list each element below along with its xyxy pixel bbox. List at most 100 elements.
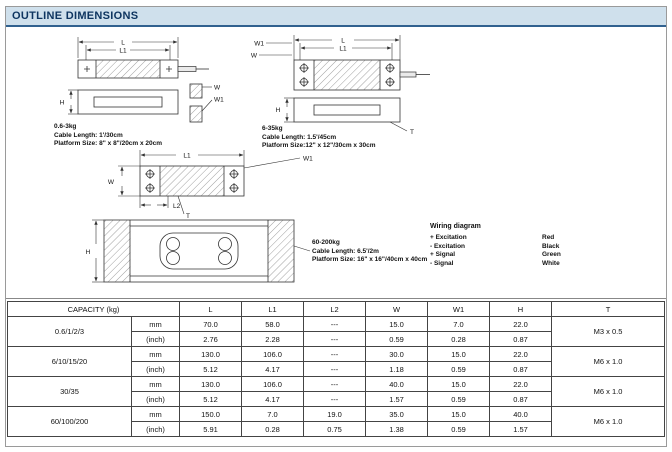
unit-cell: (inch)	[130, 421, 181, 437]
dim-value-cell: 1.38	[365, 421, 429, 437]
dim-label-w: W	[214, 85, 221, 92]
note-medium-range: 6-35kg Cable Length: 1.5'/45cm Platform …	[262, 125, 375, 151]
drawing-small-loadcell: L L1	[60, 37, 224, 123]
dim-value-cell: 5.12	[179, 361, 243, 377]
col-header-t: T	[551, 301, 665, 317]
dim-label-l1: L1	[183, 153, 191, 160]
dim-value-cell: 130.0	[179, 376, 243, 392]
dim-label-w1: W1	[214, 97, 224, 104]
dim-value-cell: 22.0	[489, 376, 553, 392]
dim-value-cell: 2.76	[179, 331, 243, 347]
note-cable: Cable Length: 6.5'/2m	[312, 247, 379, 255]
note-platform: Platform Size:12" x 12"/30cm x 30cm	[262, 142, 376, 149]
wiring-diagram: Wiring diagram + Excitation Red - Excita…	[430, 223, 650, 268]
page-title: OUTLINE DIMENSIONS	[12, 10, 139, 22]
wiring-row: + Excitation Red	[430, 234, 650, 243]
dim-value-cell: 19.0	[303, 406, 367, 422]
loadcell-drawings-svg: L L1	[60, 35, 430, 283]
dim-value-cell: ---	[303, 331, 367, 347]
col-header-w: W	[365, 301, 429, 317]
wiring-color: Black	[542, 242, 560, 250]
wiring-row: + Signal Green	[430, 251, 650, 260]
dimensions-table: CAPACITY (kg) L L1 L2 W W1 H T 0.6/1/2/3…	[6, 301, 665, 437]
col-header-l: L	[179, 301, 243, 317]
dim-value-cell: 0.87	[489, 361, 553, 377]
dim-label-t: T	[186, 213, 190, 220]
wiring-row: - Excitation Black	[430, 243, 650, 252]
dim-value-cell: 40.0	[365, 376, 429, 392]
dim-value-cell: 0.59	[365, 331, 429, 347]
thread-cell: M6 x 1.0	[551, 376, 665, 407]
col-header-capacity: CAPACITY (kg)	[6, 301, 181, 317]
drawing-medium-loadcell: W1 W L L1	[251, 35, 430, 136]
mount-hole-circle-marks	[145, 169, 239, 193]
capacity-cell: 30/35	[7, 376, 132, 407]
dim-value-cell: 35.0	[365, 406, 429, 422]
table-row: 30/35 mm 130.0 106.0 --- 40.0 15.0 22.0 …	[7, 376, 665, 407]
col-header-w1: W1	[427, 301, 491, 317]
dim-label-w: W	[108, 179, 115, 186]
wiring-row: - Signal White	[430, 260, 650, 269]
section-header-bar: OUTLINE DIMENSIONS	[6, 7, 666, 27]
dim-value-cell: 0.59	[427, 421, 491, 437]
drawing-large-loadcell: L1 W1	[86, 150, 313, 283]
thread-cell: M3 x 0.5	[551, 316, 665, 347]
dim-label-l: L	[341, 38, 345, 45]
table-row: (inch) 5.91 0.28 0.75 1.38 0.59 1.57	[8, 421, 665, 437]
dim-label-l1: L1	[339, 46, 347, 53]
dim-label-w: W	[251, 53, 258, 60]
mount-hole-circle-marks	[299, 63, 395, 87]
dim-value-cell: 7.0	[427, 316, 491, 332]
dim-value-cell: 0.59	[427, 391, 491, 407]
col-header-l1: L1	[241, 301, 305, 317]
wiring-signal: - Signal	[430, 259, 454, 267]
col-header-l2: L2	[303, 301, 367, 317]
unit-cell: mm	[130, 406, 181, 422]
note-range: 60-200kg	[312, 239, 340, 246]
dim-value-cell: 40.0	[489, 406, 553, 422]
dim-label-h: H	[60, 100, 65, 107]
table-header-row: CAPACITY (kg) L L1 L2 W W1 H T	[6, 301, 665, 317]
dim-value-cell: 106.0	[241, 346, 305, 362]
capacity-cell: 60/100/200	[7, 406, 132, 437]
table-row: 0.6/1/2/3 mm 70.0 58.0 --- 15.0 7.0 22.0…	[7, 316, 665, 347]
note-range: 6-35kg	[262, 125, 283, 132]
dim-value-cell: 0.28	[241, 421, 305, 437]
dim-value-cell: ---	[303, 361, 367, 377]
dim-value-cell: 70.0	[179, 316, 243, 332]
capacity-cell: 0.6/1/2/3	[7, 316, 132, 347]
dim-value-cell: ---	[303, 346, 367, 362]
table-row: 6/10/15/20 mm 130.0 106.0 --- 30.0 15.0 …	[7, 346, 665, 377]
wiring-color: White	[542, 259, 560, 267]
wiring-color: Green	[542, 251, 561, 259]
dim-label-t: T	[410, 129, 414, 136]
center-cutout	[159, 232, 239, 270]
dim-value-cell: 0.59	[427, 361, 491, 377]
dim-value-cell: 15.0	[427, 346, 491, 362]
dim-value-cell: 22.0	[489, 316, 553, 332]
dim-value-cell: 1.57	[365, 391, 429, 407]
dim-value-cell: 1.18	[365, 361, 429, 377]
note-range: 0.6-3kg	[54, 123, 77, 130]
thread-cell: M6 x 1.0	[551, 406, 665, 437]
mount-hole-cross-marks	[84, 66, 172, 72]
unit-cell: (inch)	[130, 391, 181, 407]
table-row: (inch) 5.12 4.17 --- 1.18 0.59 0.87	[8, 361, 665, 377]
dim-value-cell: 5.91	[179, 421, 243, 437]
dim-value-cell: 0.28	[427, 331, 491, 347]
unit-cell: mm	[130, 316, 181, 332]
wiring-color: Red	[542, 234, 555, 241]
note-platform: Platform Size: 8" x 8"/20cm x 20cm	[54, 140, 163, 147]
dim-value-cell: 15.0	[365, 316, 429, 332]
unit-cell: mm	[130, 346, 181, 362]
dim-value-cell: 15.0	[427, 376, 491, 392]
dim-value-cell: ---	[303, 391, 367, 407]
dim-value-cell: 4.17	[241, 391, 305, 407]
dim-value-cell: 22.0	[489, 346, 553, 362]
dim-value-cell: 130.0	[179, 346, 243, 362]
dim-value-cell: ---	[303, 316, 367, 332]
dim-value-cell: 7.0	[241, 406, 305, 422]
wiring-signal: - Excitation	[430, 242, 466, 250]
wiring-signal: + Excitation	[430, 234, 467, 241]
